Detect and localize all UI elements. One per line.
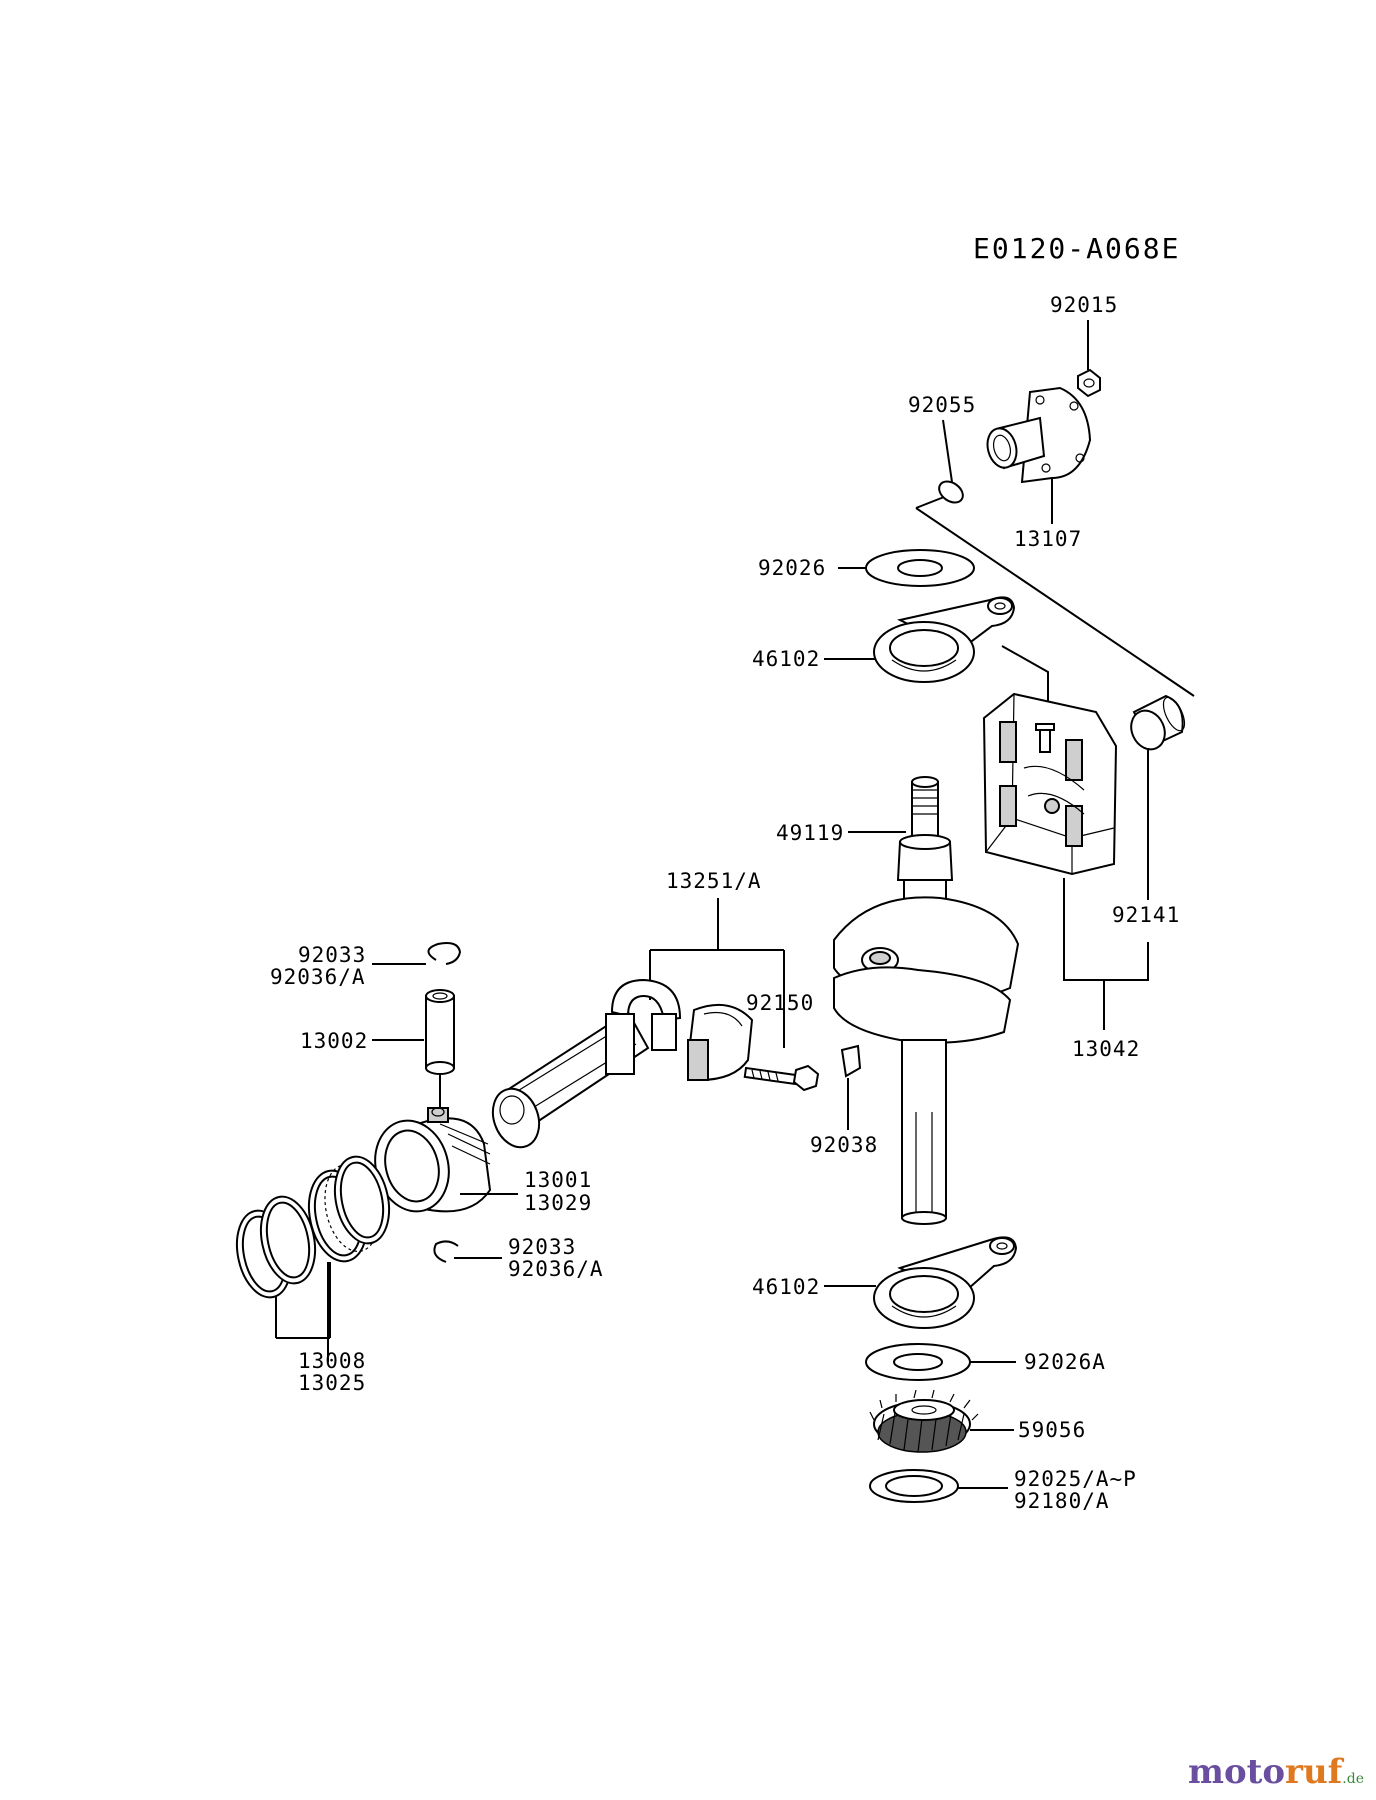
part-92150-bolt[interactable] [743, 1064, 820, 1092]
bracket-13251 [649, 898, 785, 1048]
label-13002: 13002 [300, 1029, 368, 1053]
part-13001-piston[interactable] [365, 1107, 492, 1220]
label-13008: 13008 [298, 1349, 366, 1373]
label-92036-bot: 92036/A [508, 1257, 604, 1281]
label-13001: 13001 [524, 1168, 592, 1192]
part-13251-connecting-rod[interactable] [485, 978, 682, 1154]
watermark-tld: .de [1342, 1771, 1364, 1787]
part-13008-piston-rings[interactable] [229, 1152, 396, 1303]
label-13029: 13029 [524, 1191, 592, 1215]
label-49119: 49119 [776, 821, 844, 845]
label-92036-top: 92036/A [270, 965, 366, 989]
part-13042-crankcase[interactable] [982, 692, 1118, 876]
label-92150: 92150 [746, 991, 814, 1015]
diagram-code: E0120-A068E [973, 232, 1180, 265]
label-92015: 92015 [1050, 293, 1118, 317]
leader-92055 [942, 419, 953, 483]
label-92025: 92025/A~P [1014, 1467, 1137, 1491]
part-59056-gear[interactable] [869, 1389, 979, 1453]
part-13002-piston-pin[interactable] [425, 989, 455, 1075]
part-46102-balancer-top[interactable] [873, 596, 1016, 683]
label-92038: 92038 [810, 1133, 878, 1157]
label-92055: 92055 [908, 393, 976, 417]
label-46102-bot: 46102 [752, 1275, 820, 1299]
part-13251-rod-cap[interactable] [686, 1003, 754, 1082]
part-46102-balancer-bottom[interactable] [873, 1236, 1018, 1329]
label-92033-top: 92033 [298, 943, 366, 967]
watermark-middle: ruf [1285, 1752, 1343, 1792]
part-92038-woodruff-key[interactable] [840, 1044, 862, 1078]
label-13107: 13107 [1014, 527, 1082, 551]
label-59056: 59056 [1018, 1418, 1086, 1442]
part-92141-bushing[interactable] [1125, 694, 1189, 755]
label-92141: 92141 [1112, 903, 1180, 927]
label-92026: 92026 [758, 556, 826, 580]
label-92180: 92180/A [1014, 1489, 1110, 1513]
part-92033-circlip-top[interactable] [427, 942, 462, 965]
part-92055-o-ring[interactable] [935, 477, 967, 507]
watermark-prefix: moto [1187, 1752, 1286, 1792]
watermark-logo[interactable]: motoruf.de [1188, 1752, 1364, 1792]
label-92026A: 92026A [1024, 1350, 1106, 1374]
label-13251: 13251/A [666, 869, 762, 893]
part-92026A-washer[interactable] [865, 1343, 971, 1381]
bracket-13008 [275, 1262, 331, 1362]
part-92015-nut[interactable] [1077, 368, 1101, 398]
label-13025: 13025 [298, 1371, 366, 1395]
part-92025-shim[interactable] [869, 1469, 959, 1503]
leader-92055-to-92141 [915, 507, 1195, 697]
part-92033-circlip-bottom[interactable] [433, 1240, 459, 1263]
part-49119-crankshaft[interactable] [833, 776, 1020, 1225]
label-13042: 13042 [1072, 1037, 1140, 1061]
part-13107-flange-journal[interactable] [983, 386, 1092, 484]
label-92033-bot: 92033 [508, 1235, 576, 1259]
label-46102-top: 46102 [752, 647, 820, 671]
part-92026-washer[interactable] [865, 549, 975, 587]
